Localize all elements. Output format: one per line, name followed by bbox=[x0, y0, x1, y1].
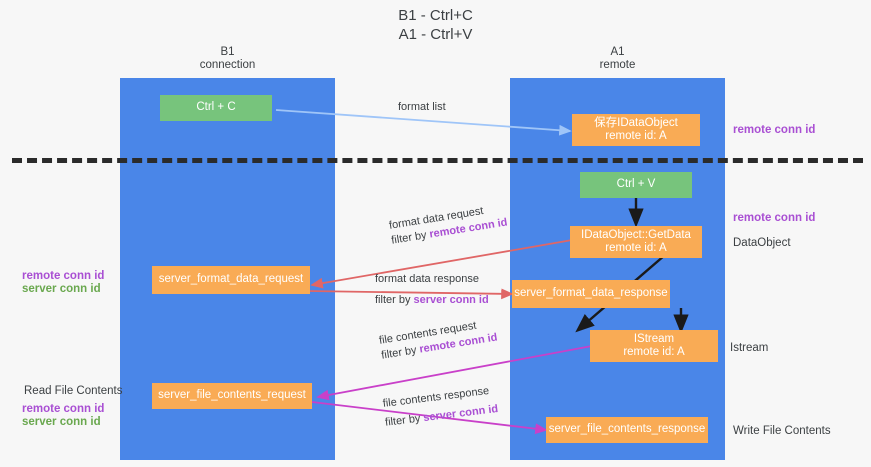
right-label-istream: Istream bbox=[730, 342, 769, 354]
filter-by-prefix: filter by bbox=[384, 412, 425, 429]
edge-label-format-data-request: format data request filter by remote con… bbox=[388, 201, 509, 249]
left-label-server-conn-id-2: server conn id bbox=[22, 416, 101, 428]
node-ctrl-c[interactable]: Ctrl + C bbox=[160, 95, 272, 121]
left-label-server-conn-id-1: server conn id bbox=[22, 283, 101, 295]
right-label-dataobject: DataObject bbox=[733, 237, 791, 249]
filter-by-key: server conn id bbox=[422, 402, 499, 425]
node-istream[interactable]: IStream remote id: A bbox=[590, 330, 718, 362]
edge-label-file-contents-response: file contents response filter by server … bbox=[382, 383, 499, 431]
right-label-write-file-contents: Write File Contents bbox=[733, 425, 831, 437]
edge-label-format-list-line1: format list bbox=[398, 101, 446, 113]
left-label-remote-conn-id-1: remote conn id bbox=[22, 270, 105, 282]
left-label-remote-conn-id-2: remote conn id bbox=[22, 403, 105, 415]
edge-label-format-data-response: format data response filter by server co… bbox=[375, 272, 489, 308]
filter-by-prefix: filter by bbox=[375, 294, 414, 306]
node-server-format-data-response[interactable]: server_format_data_response bbox=[512, 280, 670, 308]
node-save-idataobject[interactable]: 保存IDataObject remote id: A bbox=[572, 114, 700, 146]
phase-divider bbox=[12, 158, 863, 163]
node-idataobject-getdata[interactable]: IDataObject::GetData remote id: A bbox=[570, 226, 702, 258]
edge-label-format-data-response-line1: format data response bbox=[375, 273, 479, 285]
left-label-read-file-contents: Read File Contents bbox=[24, 385, 123, 397]
node-server-format-data-request[interactable]: server_format_data_request bbox=[152, 266, 310, 294]
page-title: B1 - Ctrl+C A1 - Ctrl+V bbox=[398, 7, 473, 43]
edge-label-file-contents-request: file contents request filter by remote c… bbox=[378, 316, 499, 364]
edge-label-format-data-response-line2: filter by server conn id bbox=[375, 293, 489, 308]
right-label-remote-conn-id-1: remote conn id bbox=[733, 124, 816, 136]
right-label-remote-conn-id-2: remote conn id bbox=[733, 212, 816, 224]
filter-by-key: server conn id bbox=[413, 294, 489, 306]
lane-header-b1: B1 connection bbox=[199, 46, 256, 71]
node-ctrl-v[interactable]: Ctrl + V bbox=[580, 172, 692, 198]
lane-header-a1: A1 remote bbox=[599, 46, 636, 71]
node-server-file-contents-response[interactable]: server_file_contents_response bbox=[546, 417, 708, 443]
edge-label-format-list: format list bbox=[398, 100, 446, 115]
node-server-file-contents-request[interactable]: server_file_contents_request bbox=[152, 383, 312, 409]
